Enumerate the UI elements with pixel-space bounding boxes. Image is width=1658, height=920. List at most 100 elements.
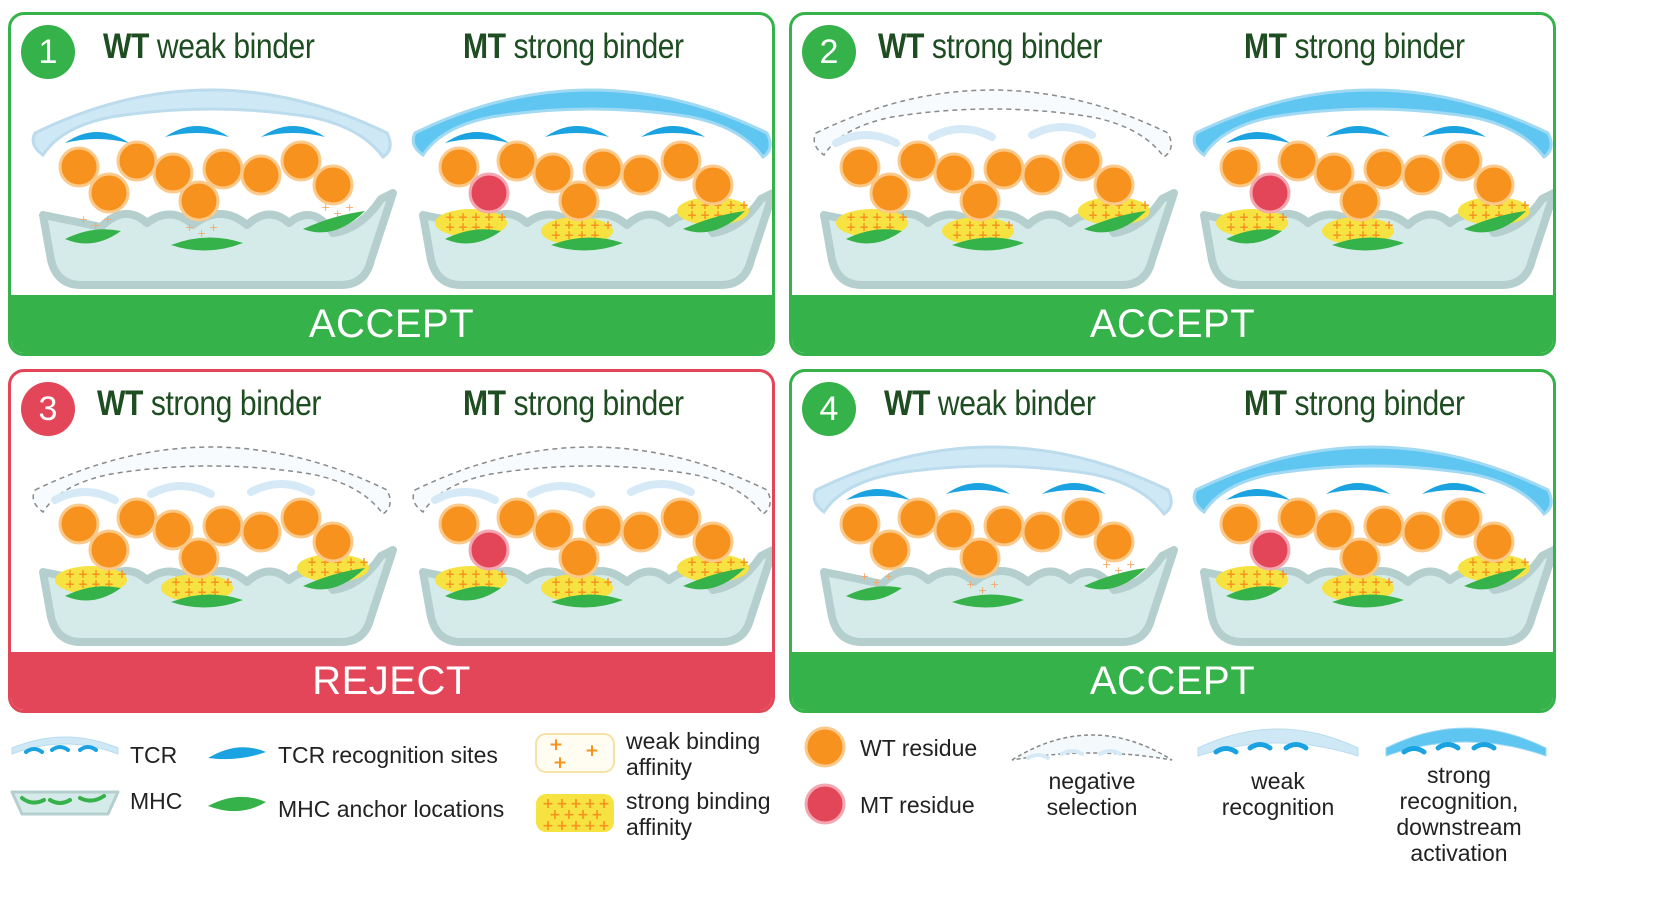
tcr [1192, 445, 1553, 517]
affinity-plus: + [171, 585, 181, 599]
affinity-plus: + [484, 220, 494, 234]
peptide-mhc-tcr-complex: +++++++++++++++++++++++++++ [1192, 445, 1553, 646]
wt-residue [983, 148, 1025, 190]
wt-residue [152, 152, 194, 194]
wt-residue [116, 497, 158, 539]
strong-affinity-legend-icon: +++++ ++++ +++++ [536, 794, 614, 834]
wt-residue [1339, 537, 1381, 579]
affinity-plus: + [1481, 555, 1491, 569]
mhc-anchor [445, 586, 501, 601]
affinity-plus: + [577, 228, 587, 242]
affinity-plus: + [1101, 198, 1111, 212]
wt-residue [312, 521, 354, 563]
svg-text:+: + [598, 818, 610, 834]
legend: + + + +++++ ++++ +++++ [0, 718, 1658, 918]
right-condition-label: MT strong binder [463, 27, 684, 67]
left-condition-desc: strong binder [931, 27, 1103, 66]
wt-residue [1441, 140, 1483, 182]
wt-residue [959, 180, 1001, 222]
affinity-plus: + [210, 585, 220, 599]
svg-text:+: + [549, 735, 563, 755]
wt-residue [438, 146, 480, 188]
wt-residue [1441, 497, 1483, 539]
affinity-plus: + [564, 218, 574, 232]
wt-residue [1313, 509, 1355, 551]
affinity-plus: + [1332, 575, 1342, 589]
affinity-plus: + [1332, 585, 1342, 599]
affinity-plus: + [846, 210, 856, 224]
affinity-plus: + [346, 555, 356, 569]
affinity-plus: + [1332, 228, 1342, 242]
svg-text:+: + [542, 818, 554, 834]
wt-residue [660, 497, 702, 539]
affinity-plus: + [1358, 575, 1368, 589]
affinity-plus: + [320, 555, 330, 569]
affinity-plus: + [471, 210, 481, 224]
affinity-plus: + [1371, 585, 1381, 599]
affinity-plus: + [1345, 585, 1355, 599]
affinity-plus: + [700, 198, 710, 212]
wt-residue [692, 521, 734, 563]
legend-icons: + + + +++++ ++++ +++++ [10, 726, 1547, 834]
affinity-plus: + [603, 218, 613, 232]
right-condition-label: MT strong binder [1244, 384, 1465, 424]
wt-residue [1277, 140, 1319, 182]
affinity-plus: + [577, 218, 587, 232]
tcr-negative-selection [412, 446, 771, 516]
affinity-plus: + [1520, 198, 1530, 212]
tcr-recognition-site [641, 126, 705, 137]
wt-residue [532, 509, 574, 551]
svg-text:+: + [584, 818, 596, 834]
tcr-recognition-site [832, 131, 900, 147]
affinity-plus: + [484, 210, 494, 224]
affinity-plus: + [1239, 220, 1249, 234]
right-condition-label: MT strong binder [463, 384, 684, 424]
mhc-legend-icon [10, 790, 120, 816]
mhc-anchor [1226, 586, 1282, 601]
left-condition-tag: WT [97, 384, 143, 423]
wt-residue [438, 503, 480, 545]
affinity-plus: + [1345, 218, 1355, 232]
wt-residue [660, 140, 702, 182]
scene-panel-3: ++++++++++++++++++++++++++++++++++++++++… [32, 446, 772, 646]
left-condition-desc: weak binder [156, 27, 315, 66]
mhc-anchor [846, 586, 902, 601]
wt-residue [312, 164, 354, 206]
affinity-plus: + [1114, 564, 1123, 577]
affinity-plus: + [726, 198, 736, 212]
affinity-plus: + [197, 585, 207, 599]
left-condition-desc: weak binder [937, 384, 1096, 423]
affinity-plus: + [860, 570, 869, 583]
wt-residue [620, 511, 662, 553]
affinity-plus: + [1507, 198, 1517, 212]
left-condition-label: WT weak binder [884, 384, 1096, 424]
mhc-anchor-locations-legend-label: MHC anchor locations [278, 796, 505, 822]
affinity-plus: + [1481, 198, 1491, 212]
mt-residue [1249, 172, 1291, 214]
mhc-anchor [952, 237, 1024, 251]
scene-panel-2: ++++++++++++++++++++++++++++++++++++++++… [813, 88, 1553, 289]
affinity-plus: + [458, 567, 468, 581]
affinity-plus: + [497, 567, 507, 581]
affinity-plus: + [1278, 210, 1288, 224]
affinity-plus: + [79, 213, 88, 226]
wt-residue [1021, 511, 1063, 553]
panel-2: ++++++++++++++++++++++++++++++++++++++++… [789, 12, 1556, 356]
negative-selection-legend-label: negative selection [1046, 768, 1138, 820]
affinity-plus: + [551, 228, 561, 242]
tcr [31, 88, 392, 160]
affinity-plus: + [321, 201, 330, 214]
affinity-plus: + [687, 208, 697, 222]
affinity-plus: + [1114, 208, 1124, 222]
peptide-mhc-tcr-complex: +++++++++ [812, 445, 1178, 646]
tcr-recognition-site [445, 132, 509, 143]
verdict-banner: REJECT [11, 652, 772, 710]
tcr-legend-label: TCR [130, 742, 178, 768]
tcr-recognition-site [51, 488, 119, 504]
affinity-plus: + [1252, 577, 1262, 591]
right-condition-desc: strong binder [1294, 384, 1466, 423]
affinity-plus: + [577, 575, 587, 589]
wt-residue [933, 152, 975, 194]
affinity-plus: + [1345, 228, 1355, 242]
wt-residue-legend-label: WT residue [860, 735, 978, 761]
